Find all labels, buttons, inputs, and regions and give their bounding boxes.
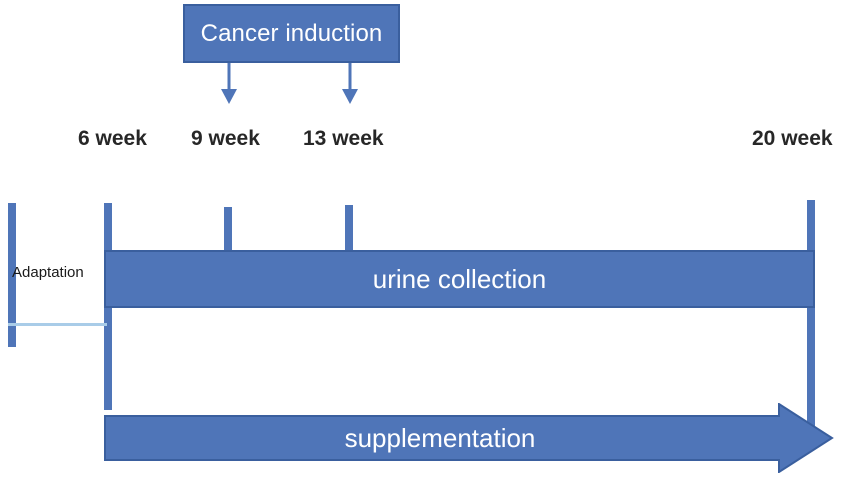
- urine-collection-bar: urine collection: [104, 250, 815, 308]
- supplementation-arrow: supplementation: [104, 403, 834, 473]
- adaptation-baseline: [8, 323, 107, 326]
- down-arrow-to-13-week-icon: [340, 63, 360, 105]
- cancer-induction-box: Cancer induction: [183, 4, 400, 63]
- timepoint-label-6-week: 6 week: [78, 127, 147, 150]
- timepoint-rail-20-week: [807, 200, 815, 426]
- timepoint-tick-9-week: [224, 207, 232, 252]
- adaptation-start-rail: [8, 203, 16, 347]
- timepoint-label-13-week: 13 week: [303, 127, 384, 150]
- down-arrow-to-9-week-icon: [219, 63, 239, 105]
- timepoint-label-20-week: 20 week: [752, 127, 833, 150]
- urine-collection-label: urine collection: [372, 264, 547, 294]
- timepoint-tick-13-week: [345, 205, 353, 252]
- cancer-induction-label: Cancer induction: [200, 19, 383, 47]
- timepoint-label-9-week: 9 week: [191, 127, 260, 150]
- adaptation-label: Adaptation: [12, 264, 84, 281]
